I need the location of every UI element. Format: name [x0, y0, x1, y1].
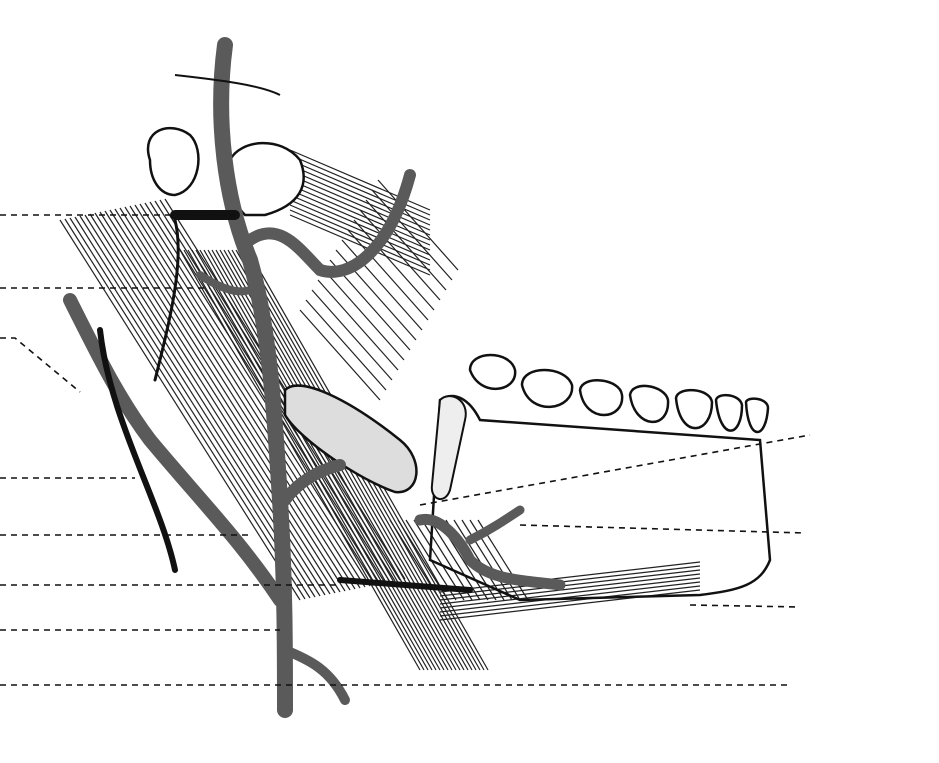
- muscle-fiber: [187, 249, 429, 671]
- teeth: [468, 353, 770, 434]
- muscle-fiber: [64, 218, 306, 600]
- blood-vessels: [63, 37, 566, 718]
- muscle-fiber: [114, 208, 356, 590]
- label-leader-lines: [0, 214, 811, 686]
- muscle-fiber: [289, 204, 431, 266]
- muscle-fiber: [191, 249, 433, 671]
- muscle-fiber: [139, 203, 381, 585]
- muscle-fiber: [317, 279, 399, 371]
- muscle-fiber: [439, 561, 701, 593]
- muscle-fiber: [179, 249, 421, 671]
- muscle-fiber: [289, 154, 431, 216]
- muscle-fiber: [439, 581, 701, 613]
- muscle-fiber: [195, 249, 437, 671]
- muscle-fiber: [289, 179, 431, 241]
- muscle-fiber: [311, 289, 393, 381]
- muscle-fiber: [289, 209, 431, 271]
- muscle-fiber: [289, 174, 431, 236]
- muscle-fiber: [359, 209, 441, 301]
- leader-line: [689, 604, 801, 608]
- muscle-fiber: [289, 184, 431, 246]
- muscle-fiber: [289, 194, 431, 256]
- muscle-fiber: [289, 189, 431, 251]
- gland: [283, 384, 418, 494]
- muscle-fiber: [104, 210, 346, 592]
- gland-2: [430, 395, 467, 500]
- muscle-fibers: [59, 149, 701, 671]
- muscle-fiber: [323, 269, 405, 361]
- muscle-fiber: [207, 249, 449, 671]
- muscle-fiber: [439, 569, 701, 601]
- muscle-fiber: [429, 519, 481, 601]
- muscle-fiber: [439, 577, 701, 609]
- muscle-fiber: [289, 159, 431, 221]
- muscle-fiber: [289, 169, 431, 231]
- muscle-fiber: [289, 199, 431, 261]
- muscle-fiber: [211, 249, 453, 671]
- muscle-fiber: [305, 299, 387, 391]
- leader-line: [519, 524, 806, 534]
- muscle-fiber: [69, 217, 311, 599]
- muscle-fiber: [109, 209, 351, 591]
- muscle-fiber: [199, 249, 441, 671]
- ear-cartilage: [146, 126, 200, 197]
- muscle-fiber: [99, 211, 341, 593]
- mandible-outline: [428, 394, 772, 602]
- muscle-fiber: [371, 189, 453, 281]
- skin-edge: [174, 74, 281, 96]
- leader-line: [0, 337, 81, 393]
- muscle-fiber: [59, 219, 301, 601]
- muscle-fiber: [289, 164, 431, 226]
- muscle-fiber: [129, 205, 371, 587]
- muscle-fiber: [353, 219, 435, 311]
- muscle-fiber: [94, 212, 336, 594]
- muscle-fiber: [89, 213, 331, 595]
- muscle-fiber: [119, 207, 361, 589]
- muscle-fiber: [461, 519, 513, 601]
- muscle-fiber: [124, 206, 366, 588]
- muscle-fiber: [453, 519, 505, 601]
- muscle-fiber: [299, 309, 381, 401]
- muscle-fiber: [203, 249, 445, 671]
- muscle-fiber: [341, 239, 423, 331]
- muscle-fiber: [439, 565, 701, 597]
- muscle-fiber: [439, 585, 701, 617]
- muscle-fiber: [439, 589, 701, 621]
- muscle-fiber: [439, 573, 701, 605]
- muscle-fiber: [183, 249, 425, 671]
- leader-line: [419, 434, 811, 506]
- muscle-fiber: [289, 214, 431, 276]
